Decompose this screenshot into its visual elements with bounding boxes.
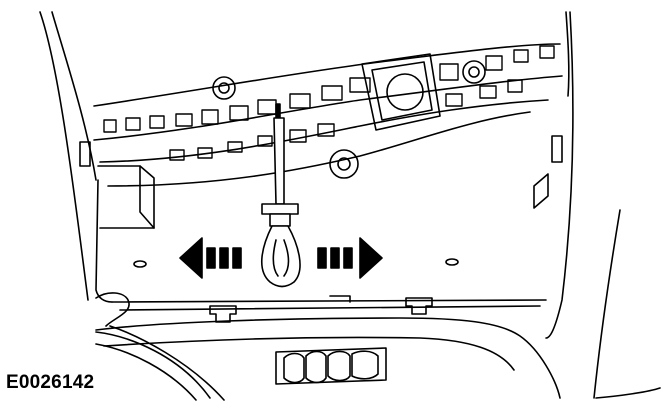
- arrow-right-icon: [318, 238, 382, 278]
- panel-outline: [40, 12, 660, 398]
- arrow-left-icon: [180, 238, 241, 278]
- side-bracket: [80, 136, 562, 228]
- mounting-holes: [134, 174, 548, 267]
- lower-console: [96, 318, 560, 398]
- wire-harness: [96, 293, 224, 400]
- retaining-rail: [94, 44, 562, 186]
- figure-id-label: E0026142: [6, 372, 95, 393]
- screwdriver-icon: [262, 104, 300, 287]
- clip-housing: [362, 54, 440, 130]
- round-fasteners: [213, 61, 485, 178]
- bottom-clips: [210, 296, 432, 322]
- rail-slots: [104, 46, 554, 160]
